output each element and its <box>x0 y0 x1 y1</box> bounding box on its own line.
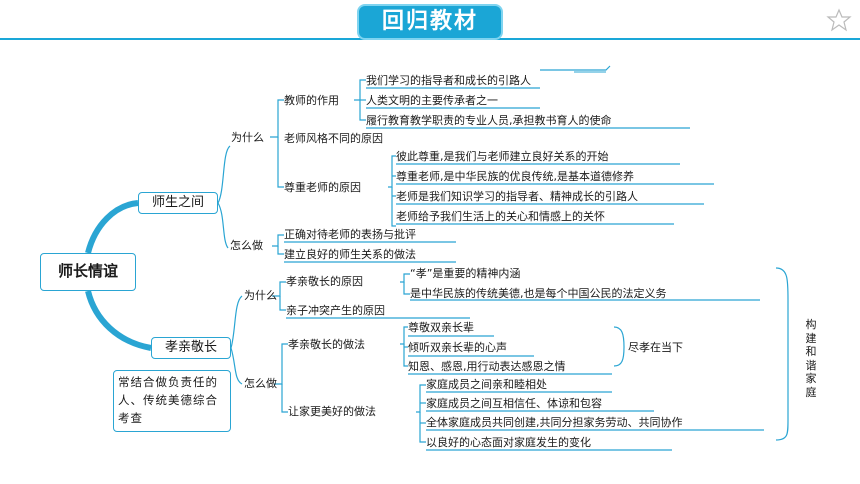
family-label: 让家更美好的做法 <box>288 405 376 418</box>
teacher-role-label: 教师的作用 <box>284 94 339 107</box>
star-icon <box>826 8 852 32</box>
side-summary: 构建和谐家庭 <box>805 318 817 399</box>
filial-reason-item: “孝”是重要的精神内涵 <box>410 267 521 280</box>
b2-how-label: 怎么做 <box>244 377 277 390</box>
family-item: 家庭成员之间互相信任、体谅和包容 <box>426 397 602 410</box>
b2-why-label: 为什么 <box>244 289 277 302</box>
section-banner: 回归教材 <box>357 4 503 40</box>
respect-item: 彼此尊重,是我们与老师建立良好关系的开始 <box>396 150 609 163</box>
filial-reason-label: 孝亲敬长的原因 <box>286 275 363 288</box>
teacher-role-item: 人类文明的主要传承者之一 <box>366 94 498 107</box>
teacher-style-reason: 老师风格不同的原因 <box>284 132 383 145</box>
b1-why-label: 为什么 <box>231 131 264 144</box>
family-item: 以良好的心态面对家庭发生的变化 <box>426 436 591 449</box>
practice-label: 孝亲敬长的做法 <box>288 338 365 351</box>
practice-summary: 尽孝在当下 <box>628 341 683 354</box>
b1-how-label: 怎么做 <box>230 239 263 252</box>
teacher-role-item: 我们学习的指导者和成长的引路人 <box>366 74 531 87</box>
respect-item: 老师给予我们生活上的关心和情感上的关怀 <box>396 210 605 223</box>
respect-label: 尊重老师的原因 <box>284 181 361 194</box>
respect-item: 老师是我们知识学习的指导者、精神成长的引路人 <box>396 190 638 203</box>
practice-item: 知恩、感恩,用行动表达感恩之情 <box>408 360 566 373</box>
branch-filial-piety: 孝亲敬长 <box>151 337 231 359</box>
practice-item: 尊敬双亲长辈 <box>408 321 474 334</box>
branch-teacher-student: 师生之间 <box>138 192 218 214</box>
family-item: 全体家庭成员共同创建,共同分担家务劳动、共同协作 <box>426 416 683 429</box>
filial-reason-item: 是中华民族的传统美德,也是每个中国公民的法定义务 <box>410 287 667 300</box>
teacher-role-item: 履行教育教学职责的专业人员,承担教书育人的使命 <box>366 114 612 127</box>
b1-how-item: 正确对待老师的表扬与批评 <box>284 228 416 241</box>
respect-item: 尊重老师,是中华民族的优良传统,是基本道德修养 <box>396 170 634 183</box>
root-node: 师长情谊 <box>40 253 136 291</box>
conflict-reason: 亲子冲突产生的原因 <box>286 304 385 317</box>
exam-note: 常结合做负责任的人、传统美德综合考查 <box>113 370 231 432</box>
b1-how-item: 建立良好的师生关系的做法 <box>284 248 416 261</box>
practice-item: 倾听双亲长辈的心声 <box>408 341 507 354</box>
family-item: 家庭成员之间亲和睦相处 <box>426 378 547 391</box>
